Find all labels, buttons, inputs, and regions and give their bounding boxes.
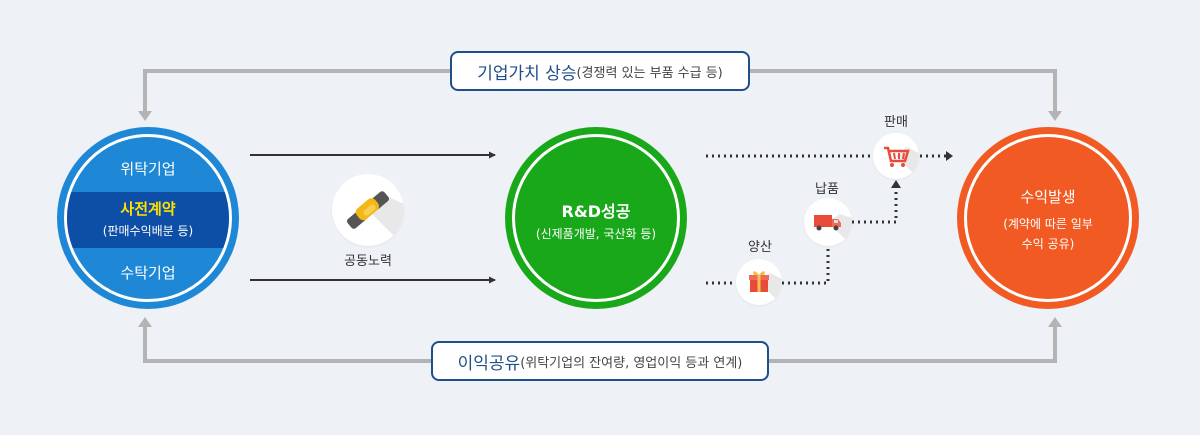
top-label-highlight: 기업가치 상승 [477, 63, 577, 84]
delivery-truck-icon [804, 198, 852, 246]
profit-sub-line2: 수익 공유) [1021, 237, 1075, 251]
bottom-left-arrowhead [138, 317, 152, 327]
top-label-box: 기업가치 상승 (경쟁력 있는 부품 수급 등) [450, 51, 750, 91]
pre-contract-label: 사전계약 [120, 200, 176, 218]
consigning-company-label: 위탁기업 [120, 160, 176, 178]
bottom-label-box: 이익공유 (위탁기업의 잔여량, 영업이익 등과 연계) [431, 341, 769, 381]
profit-sub-line1: (계약에 따른 일부 [1003, 217, 1093, 231]
bottom-label-highlight: 이익공유 [457, 353, 521, 374]
shopping-cart-icon [873, 133, 919, 179]
rnd-success-circle-inner [512, 134, 680, 302]
cooperation-label: 공동노력 [344, 254, 392, 269]
dotted-to-delivery [782, 245, 830, 285]
handshake-icon [332, 174, 404, 246]
rnd-success-sub: (신제품개발, 국산화 등) [535, 227, 657, 241]
delivery-label: 납품 [815, 182, 839, 197]
contract-circle-inner: 위탁기업 사전계약 (판매수익배분 등) 수탁기업 [64, 134, 232, 302]
gift-box-icon [736, 259, 782, 305]
sales-label: 판매 [884, 115, 908, 130]
contract-band: 사전계약 (판매수익배분 등) [67, 192, 229, 248]
contracted-company-label: 수탁기업 [120, 264, 176, 282]
top-label-detail: (경쟁력 있는 부품 수급 등) [576, 65, 723, 81]
bottom-right-arrowhead [1048, 317, 1062, 327]
pre-contract-sub: (판매수익배분 등) [102, 224, 194, 238]
top-left-arrowhead [138, 111, 152, 121]
top-right-arrowhead [1048, 111, 1062, 121]
sales-arrowhead [946, 151, 953, 161]
profit-circle-inner [964, 134, 1132, 302]
profit-title: 수익발생 [1020, 188, 1076, 206]
bottom-label-detail: (위탁기업의 잔여량, 영업이익 등과 연계) [520, 355, 743, 371]
to-sales-arrowhead [891, 180, 901, 188]
mass-production-label: 양산 [748, 240, 772, 255]
dotted-to-sales [852, 186, 898, 224]
rnd-success-title: R&D성공 [561, 202, 631, 221]
